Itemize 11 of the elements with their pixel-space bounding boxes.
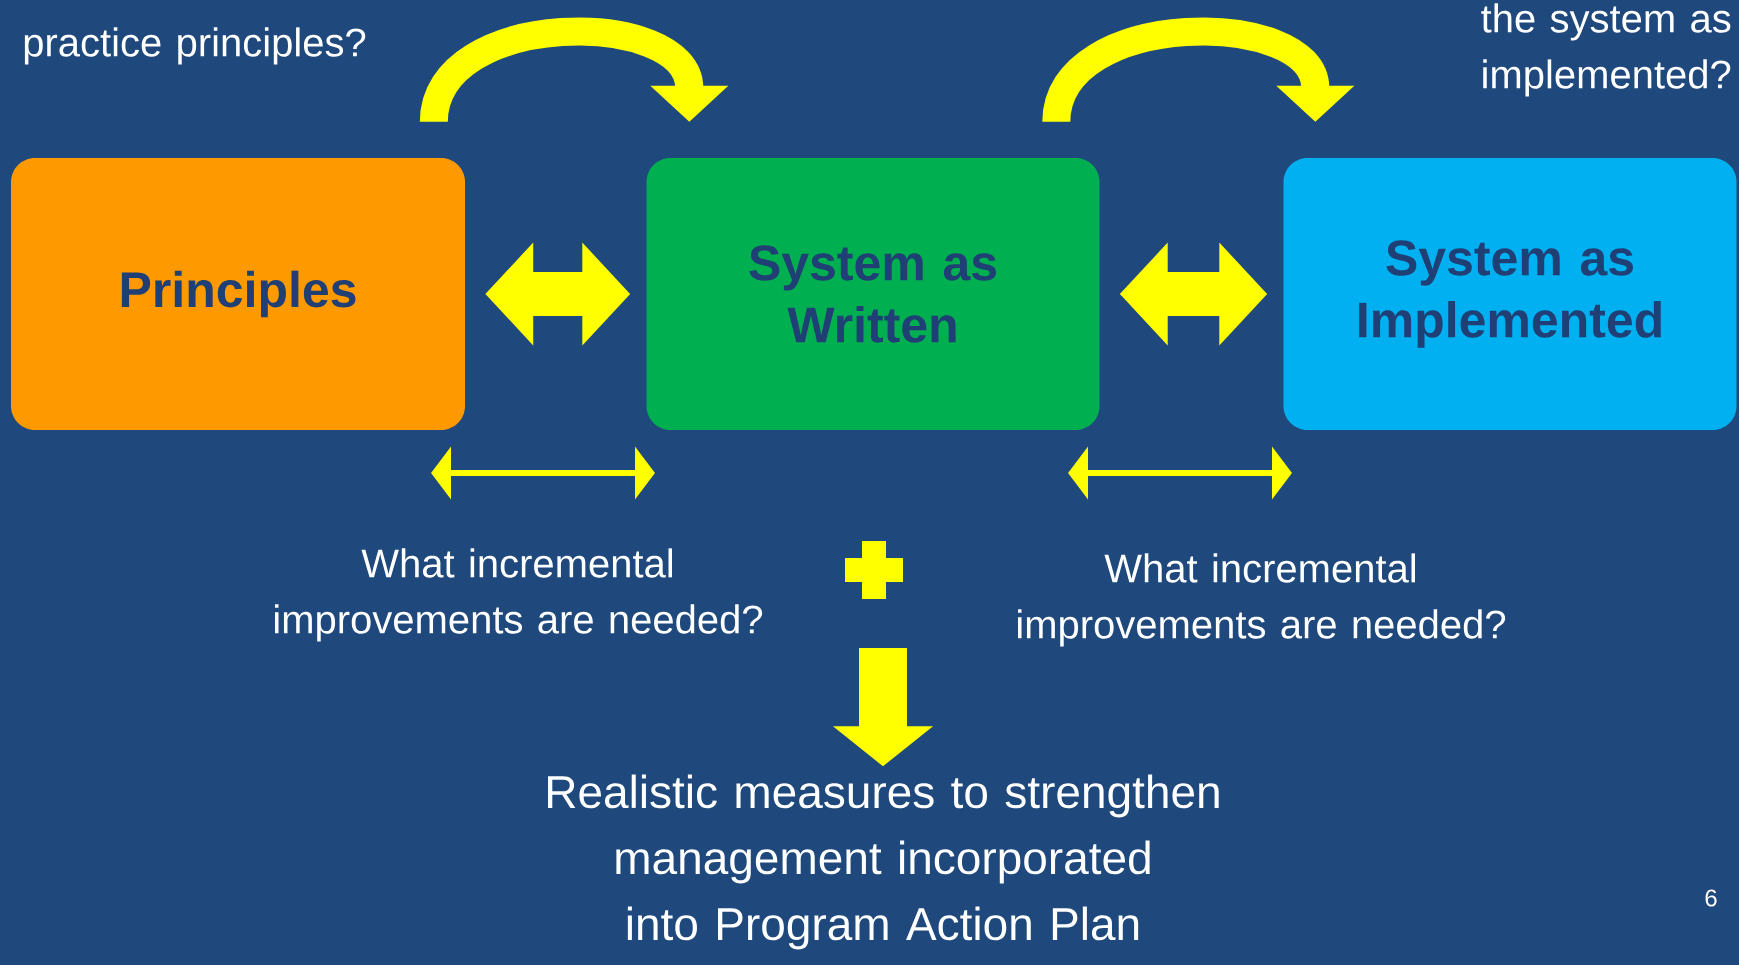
process-box: System as Implemented: [1283, 158, 1737, 430]
process-box: Principles: [11, 158, 465, 430]
page-number: 6: [1705, 889, 1717, 907]
question-text: What incremental improvements are needed?: [1018, 553, 1506, 647]
process-box: System as Written: [646, 158, 1100, 430]
question-text: What incremental improvements are needed?: [275, 548, 763, 642]
curved-arrow: [1042, 17, 1355, 125]
curved-arrow: [420, 17, 729, 125]
question-text: practice principles?: [24, 27, 366, 65]
conclusion-text: Realistic measures to strengthen management incorporated into Program Action Plan: [548, 774, 1219, 950]
question-text: the system as implemented?: [1481, 3, 1731, 97]
